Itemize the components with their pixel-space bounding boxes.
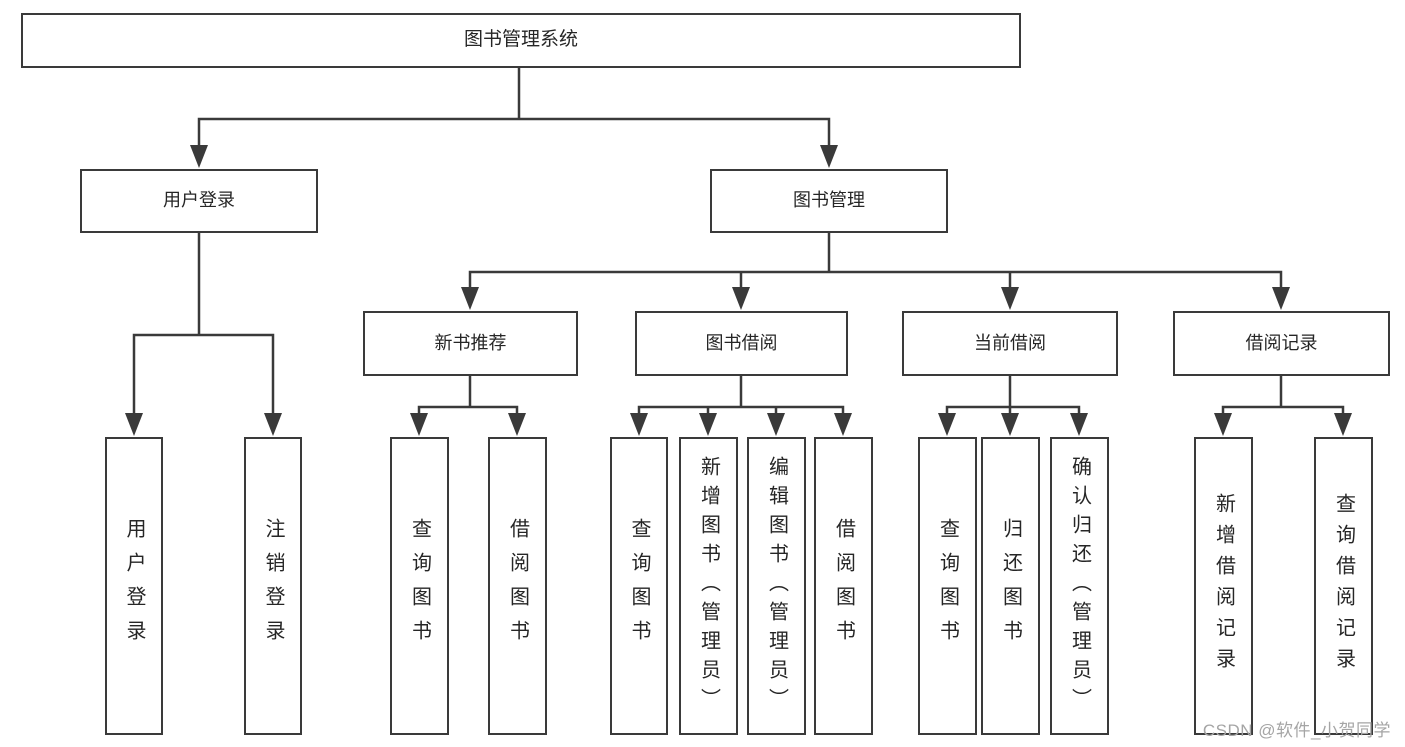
- node-user-login: 用户登录: [80, 169, 318, 233]
- node-query-books-recommend: 查询图书: [390, 437, 449, 735]
- node-add-borrow-record: 新增借阅记录: [1194, 437, 1253, 735]
- node-confirm-return-admin: 确认归还（管理员）: [1050, 437, 1109, 735]
- connector-borrow-records-to-children: [1221, 376, 1345, 418]
- node-query-books-borrow: 查询图书: [610, 437, 668, 735]
- node-return-books: 归还图书: [981, 437, 1040, 735]
- node-book-management: 图书管理: [710, 169, 948, 233]
- arrowhead-icon: [732, 287, 750, 310]
- arrowhead-icon: [834, 413, 852, 436]
- arrowhead-icon: [190, 145, 208, 168]
- arrowhead-icon: [699, 413, 717, 436]
- connector-book-management-to-level2: [468, 233, 1283, 292]
- connector-root-to-level1: [197, 68, 831, 150]
- node-borrow-books-recommend: 借阅图书: [488, 437, 547, 735]
- arrowhead-icon: [1334, 413, 1352, 436]
- arrowhead-icon: [264, 413, 282, 436]
- arrowhead-icon: [1214, 413, 1232, 436]
- csdn-watermark: CSDN @软件_小贺同学: [1202, 721, 1391, 740]
- node-edit-books-admin: 编辑图书（管理员）: [747, 437, 806, 735]
- arrowhead-icon: [508, 413, 526, 436]
- node-current-borrow: 当前借阅: [902, 311, 1118, 376]
- connector-new-book-to-children: [417, 376, 519, 418]
- node-query-books-current: 查询图书: [918, 437, 977, 735]
- arrowhead-icon: [630, 413, 648, 436]
- connector-current-borrow-to-children: [945, 376, 1081, 418]
- arrowhead-icon: [461, 287, 479, 310]
- arrowhead-icons: [125, 145, 1352, 436]
- arrowhead-icon: [125, 413, 143, 436]
- arrowhead-icon: [938, 413, 956, 436]
- node-add-books-admin: 新增图书（管理员）: [679, 437, 738, 735]
- arrowhead-icon: [767, 413, 785, 436]
- arrowhead-icon: [1001, 413, 1019, 436]
- arrowhead-icon: [1001, 287, 1019, 310]
- arrowhead-icon: [820, 145, 838, 168]
- arrowhead-icon: [1272, 287, 1290, 310]
- node-borrow-books-action: 借阅图书: [814, 437, 873, 735]
- node-root-system: 图书管理系统: [21, 13, 1021, 68]
- connector-book-borrow-to-children: [637, 376, 845, 418]
- arrowhead-icon: [410, 413, 428, 436]
- node-new-book-recommend: 新书推荐: [363, 311, 578, 376]
- node-borrow-records: 借阅记录: [1173, 311, 1390, 376]
- node-book-borrow: 图书借阅: [635, 311, 848, 376]
- node-user-login-action: 用户登录: [105, 437, 163, 735]
- node-logout-action: 注销登录: [244, 437, 302, 735]
- connector-user-login-to-children: [132, 233, 275, 418]
- node-query-borrow-record: 查询借阅记录: [1314, 437, 1373, 735]
- arrowhead-icon: [1070, 413, 1088, 436]
